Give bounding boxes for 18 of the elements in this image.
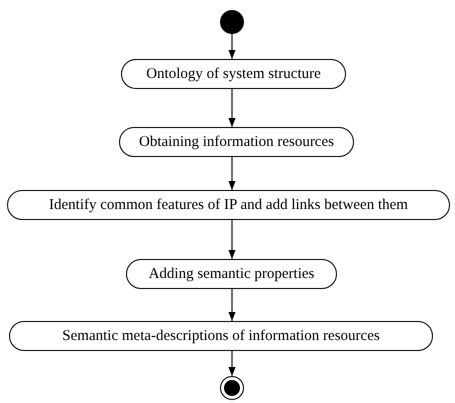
- activity-box: [7, 190, 450, 220]
- activity-label: Adding semantic properties: [148, 266, 314, 282]
- arrow: [228, 350, 236, 376]
- arrow: [228, 288, 236, 322]
- activity-label: Semantic meta-descriptions of information resources: [62, 328, 380, 344]
- arrow: [228, 34, 236, 60]
- activity-box: [121, 59, 346, 89]
- activity-box: [9, 321, 433, 351]
- arrow: [228, 220, 236, 260]
- activity-label: Ontology of system structure: [146, 66, 321, 82]
- activity-box: [119, 127, 354, 157]
- arrow: [228, 88, 236, 128]
- initial-node: [220, 10, 244, 34]
- activity-label: Identify common features of IP and add links between them: [49, 196, 408, 214]
- arrow: [228, 156, 236, 190]
- activity-box: [126, 259, 337, 289]
- final-node: [220, 376, 244, 400]
- activity-label: Obtaining information resources: [139, 134, 334, 150]
